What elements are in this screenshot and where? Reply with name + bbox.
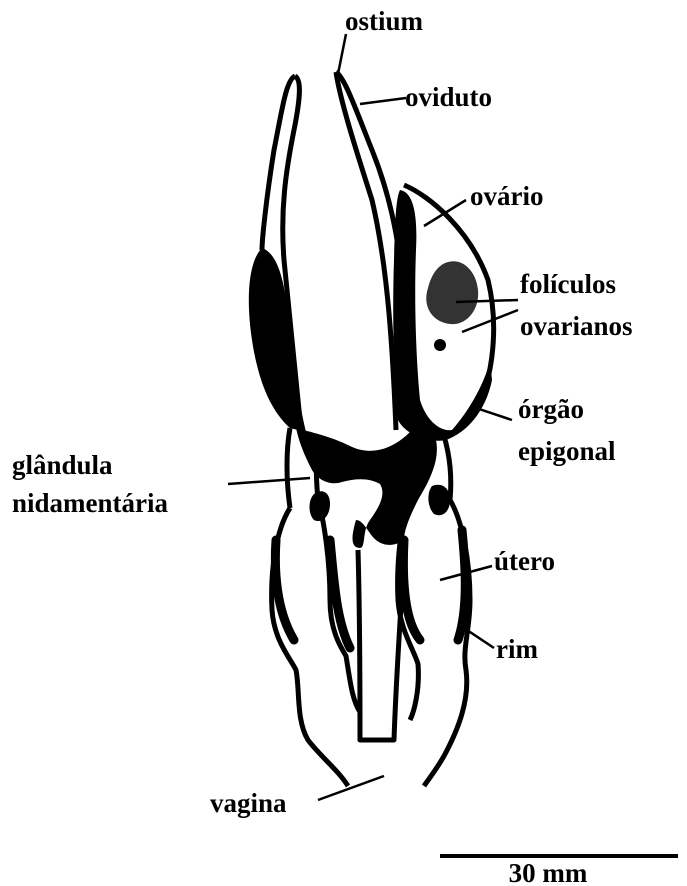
label-foliculos-line1: folículos bbox=[520, 269, 616, 299]
follicle-spot bbox=[434, 339, 446, 351]
leader-ostium bbox=[338, 34, 346, 74]
label-utero: útero bbox=[494, 546, 555, 576]
right-kidney bbox=[403, 530, 465, 640]
label-orgao-line2: epigonal bbox=[518, 436, 616, 466]
label-rim: rim bbox=[496, 634, 538, 664]
anatomy-drawing bbox=[249, 72, 494, 786]
ovarian-follicles-patch bbox=[426, 261, 478, 324]
label-ovario: ovário bbox=[470, 181, 544, 211]
labels: ostium oviduto ovário folículos ovariano… bbox=[12, 6, 633, 818]
label-ostium: ostium bbox=[345, 6, 424, 36]
scale-bar-label: 30 mm bbox=[509, 858, 588, 886]
left-kidney bbox=[275, 540, 350, 648]
leader-glandula bbox=[228, 478, 310, 484]
right-nidamental-lump bbox=[428, 485, 450, 515]
label-oviduto: oviduto bbox=[405, 82, 492, 112]
label-glandula-line2: nidamentária bbox=[12, 488, 169, 518]
label-foliculos-line2: ovarianos bbox=[520, 311, 633, 341]
leader-vagina bbox=[318, 776, 384, 800]
leader-oviduto bbox=[360, 98, 406, 104]
label-glandula-line1: glândula bbox=[12, 450, 113, 480]
left-epigonal-organ bbox=[249, 248, 306, 432]
scale-bar: 30 mm bbox=[440, 856, 678, 886]
label-vagina: vagina bbox=[210, 788, 287, 818]
label-orgao-line1: órgão bbox=[518, 394, 584, 424]
